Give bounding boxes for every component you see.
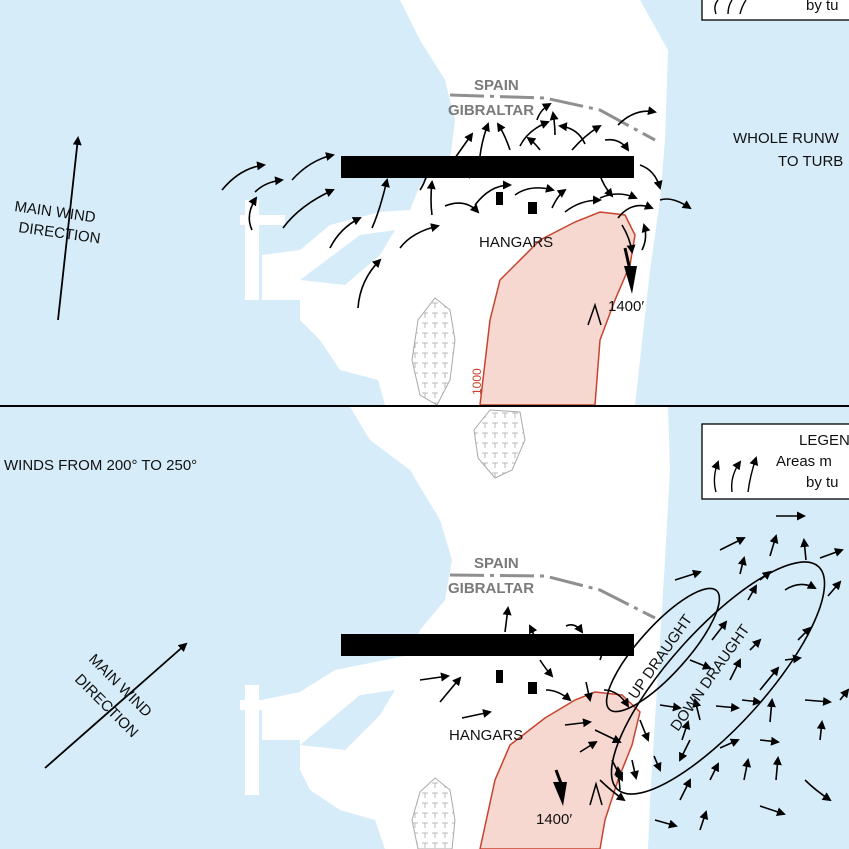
runway-note-line2: TO TURB xyxy=(778,153,843,170)
peak-icon xyxy=(587,302,602,326)
runway-note-line1: WHOLE RUNW xyxy=(733,130,840,147)
elevation-label: 1400′ xyxy=(536,811,572,828)
legend-line1: Areas m xyxy=(776,453,832,470)
hangars-label: HANGARS xyxy=(479,234,553,251)
hangar-building xyxy=(496,192,503,205)
legend-line2: by tu xyxy=(806,474,839,491)
hangar-building xyxy=(528,682,537,694)
pier xyxy=(240,215,285,225)
spain-label: SPAIN xyxy=(474,77,519,94)
legend-box: LEGEN Areas m by tu xyxy=(701,423,849,500)
rock-of-gibraltar xyxy=(479,691,641,849)
legend-arrows-icon xyxy=(711,456,759,493)
wind-arrows xyxy=(221,102,692,309)
harbour-water xyxy=(300,230,395,285)
hangars-label: HANGARS xyxy=(449,727,523,744)
town-grid xyxy=(473,409,526,479)
wind-range-title: WINDS FROM 200° TO 250° xyxy=(4,457,197,474)
hangar-building xyxy=(528,202,537,214)
border-line xyxy=(449,93,656,142)
legend-box-top: by tu xyxy=(701,0,849,21)
runway xyxy=(341,156,634,178)
gibraltar-label: GIBRALTAR xyxy=(448,580,534,597)
main-wind-direction-arrow xyxy=(57,136,82,321)
top-panel: SPAIN GIBRALTAR HANGARS 1400′ 1000 MAIN … xyxy=(0,0,849,406)
contour-label: 1000 xyxy=(470,368,484,395)
border-line xyxy=(449,573,656,620)
town-grid xyxy=(411,777,456,849)
bottom-panel: WINDS FROM 200° TO 250° SPAIN GIBRALTAR … xyxy=(0,407,849,849)
wind-arrows xyxy=(419,511,849,831)
harbour-water xyxy=(300,690,395,750)
legend-title: LEGEN xyxy=(799,432,849,449)
pier xyxy=(240,700,285,710)
down-draught-arrowhead xyxy=(624,266,637,294)
peak-icon xyxy=(589,781,603,806)
main-wind-direction-arrow xyxy=(44,642,188,769)
hangar-building xyxy=(496,670,503,683)
runway xyxy=(341,634,634,656)
down-draught-zone xyxy=(610,561,826,795)
spain-label: SPAIN xyxy=(474,555,519,572)
elevation-label: 1400′ xyxy=(608,298,644,315)
legend-top-partial: by tu xyxy=(806,0,839,14)
gibraltar-label: GIBRALTAR xyxy=(448,102,534,119)
up-draught-zone xyxy=(605,587,721,713)
down-draught-arrowhead xyxy=(553,782,567,806)
pier xyxy=(245,685,259,795)
